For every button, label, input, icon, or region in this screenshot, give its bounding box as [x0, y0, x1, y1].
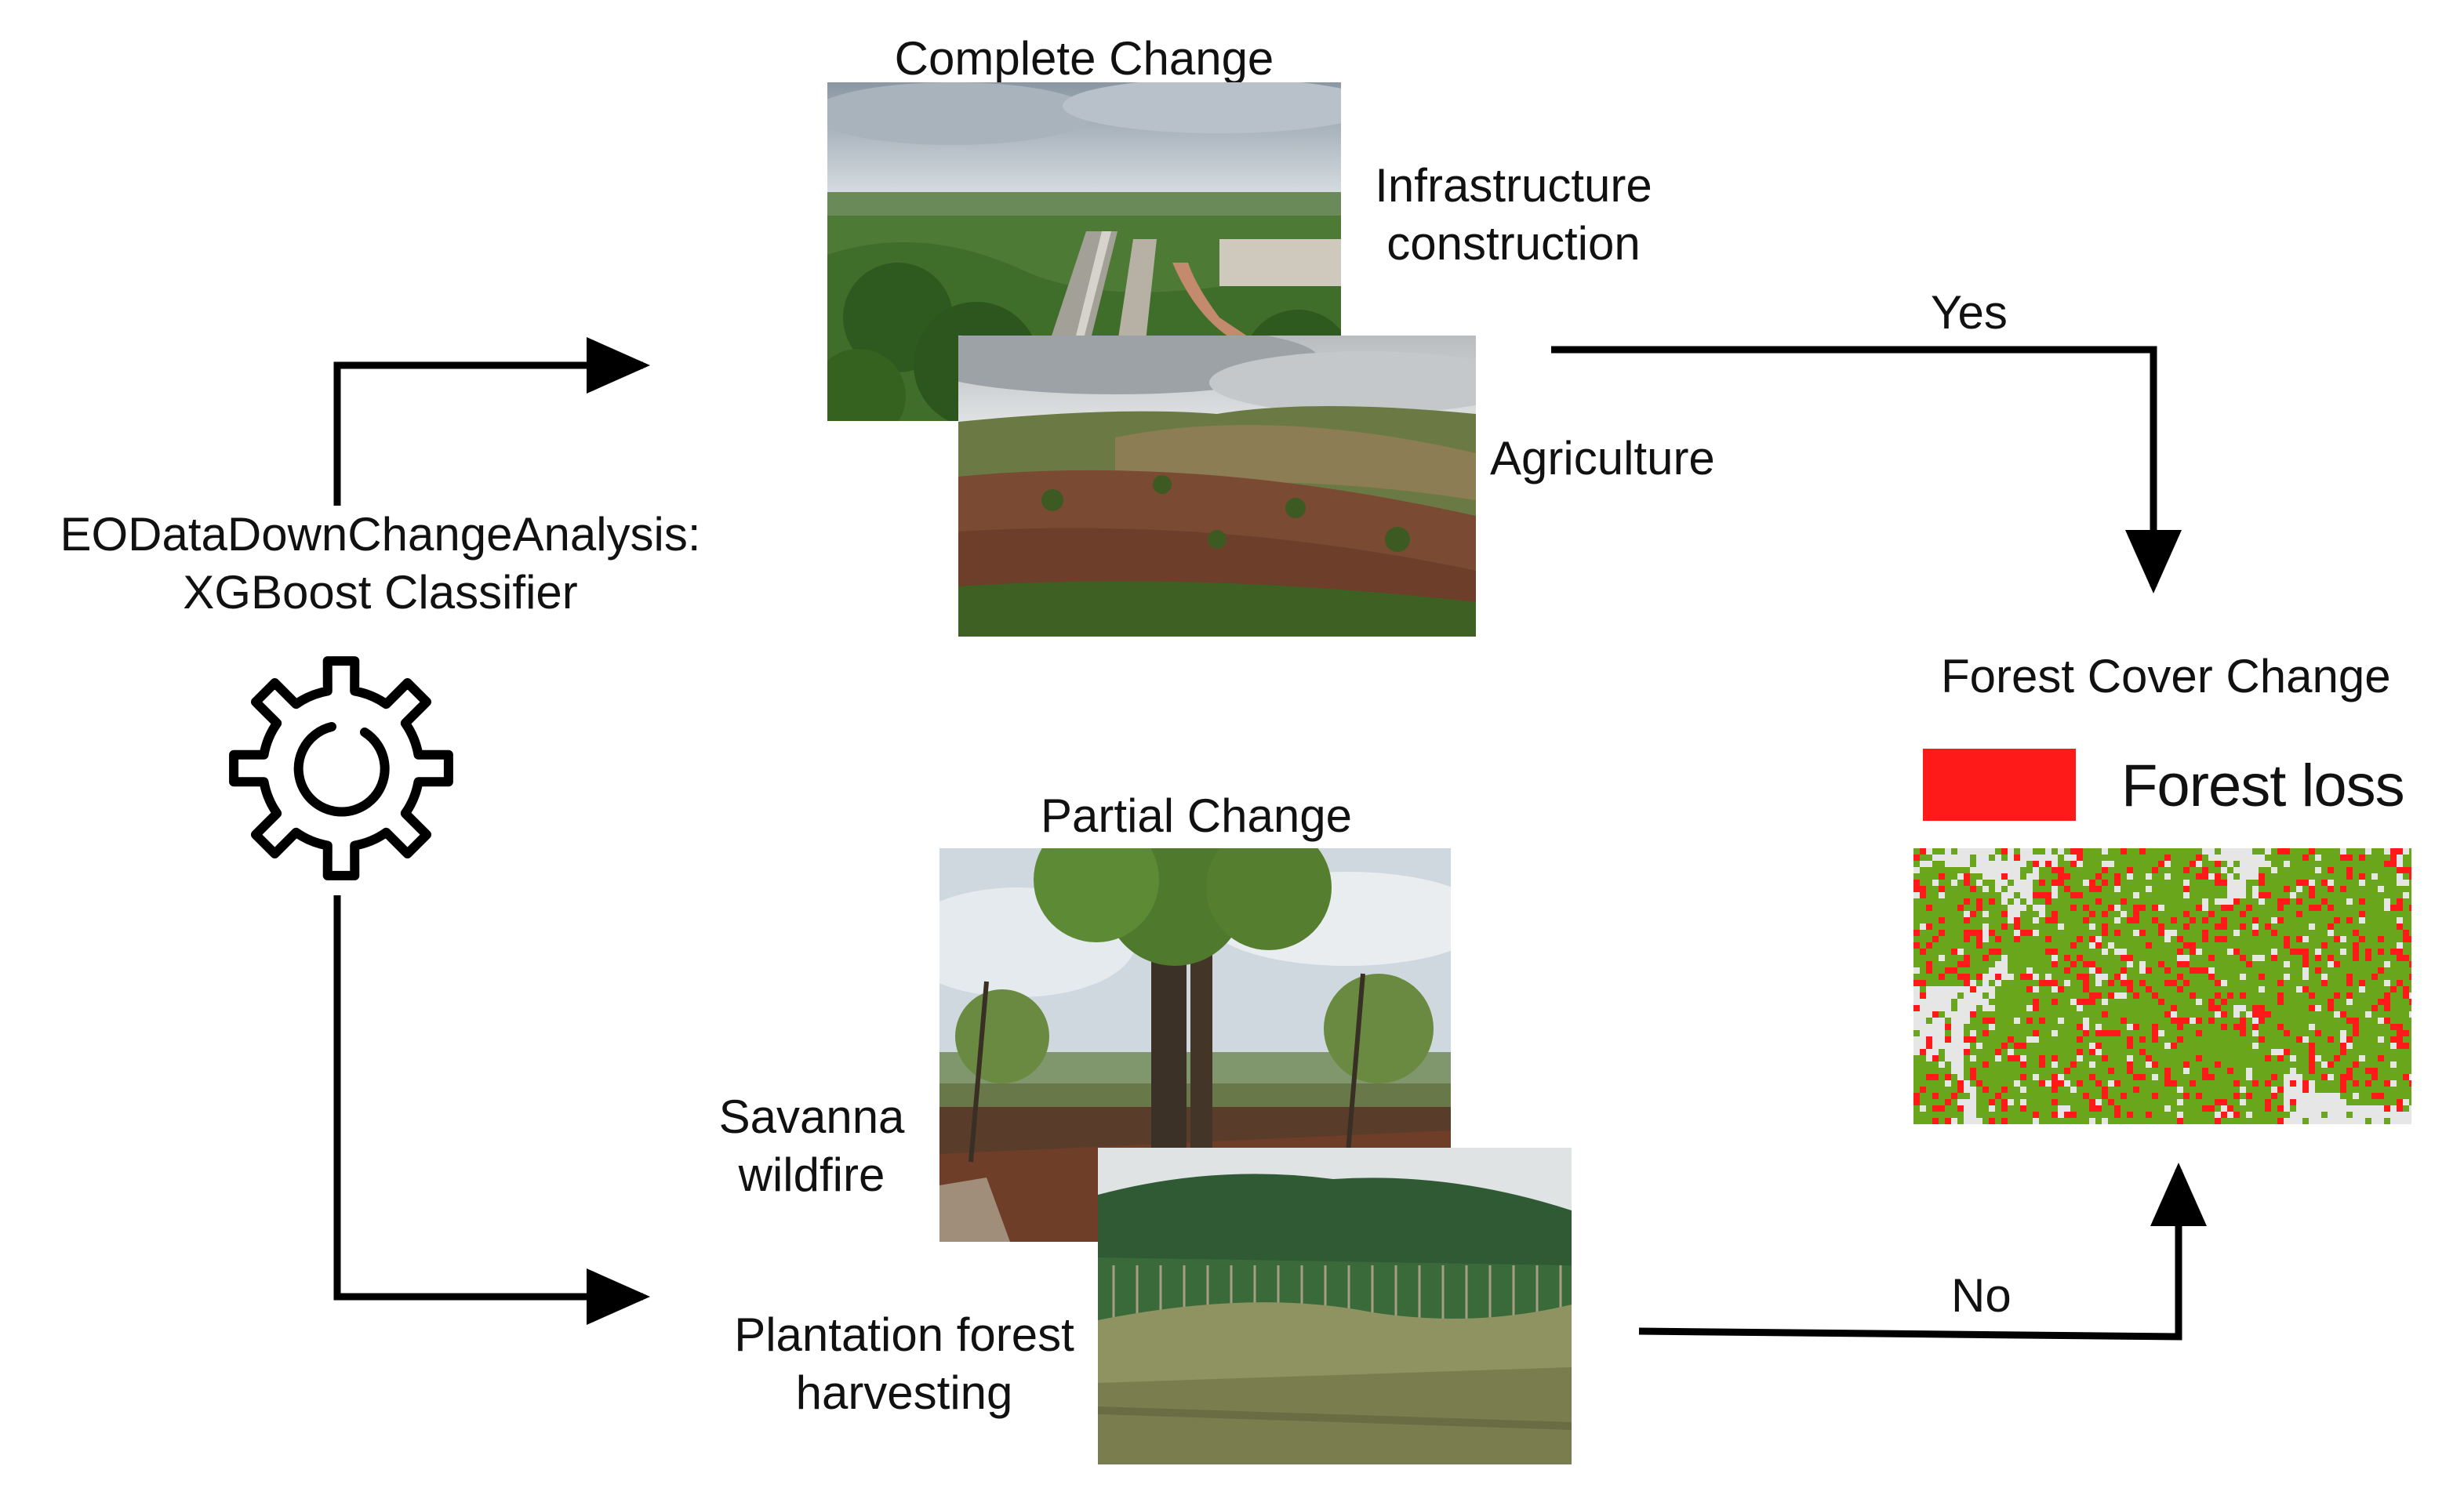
infrastructure-label-line2: construction	[1386, 217, 1641, 270]
complete-change-title: Complete Change	[894, 32, 1274, 85]
yes-label: Yes	[1931, 286, 2008, 339]
forest-change-map	[1913, 848, 2411, 1124]
savanna-label-line1: Savanna	[718, 1090, 905, 1143]
agriculture-photo	[958, 336, 1476, 637]
partial-change-title: Partial Change	[1041, 789, 1352, 842]
forest-loss-legend-label: Forest loss	[2121, 753, 2405, 819]
savanna-label-line2: wildfire	[738, 1149, 885, 1201]
arrow-to-complete-change	[333, 337, 650, 506]
gear-icon	[229, 656, 453, 880]
no-label: No	[1951, 1269, 2012, 1322]
plantation-label-line1: Plantation forest	[734, 1308, 1074, 1361]
forest-loss-legend-swatch	[1923, 749, 2076, 821]
infrastructure-construction-label: Infrastructure construction	[1357, 157, 1670, 273]
savanna-wildfire-label: Savanna wildfire	[690, 1088, 933, 1204]
classifier-title-line2: XGBoost Classifier	[183, 566, 578, 619]
plantation-harvesting-photo	[1098, 1148, 1572, 1464]
infrastructure-label-line1: Infrastructure	[1375, 159, 1652, 212]
plantation-harvesting-label: Plantation forest harvesting	[720, 1306, 1088, 1422]
agriculture-label: Agriculture	[1490, 432, 1715, 484]
arrow-to-partial-change	[333, 895, 650, 1325]
classifier-title-line1: EODataDownChangeAnalysis:	[60, 508, 701, 561]
arrow-yes	[1551, 346, 2182, 593]
arrow-no	[1638, 1163, 2207, 1341]
plantation-label-line2: harvesting	[795, 1366, 1013, 1419]
forest-cover-change-title: Forest Cover Change	[1941, 650, 2391, 702]
